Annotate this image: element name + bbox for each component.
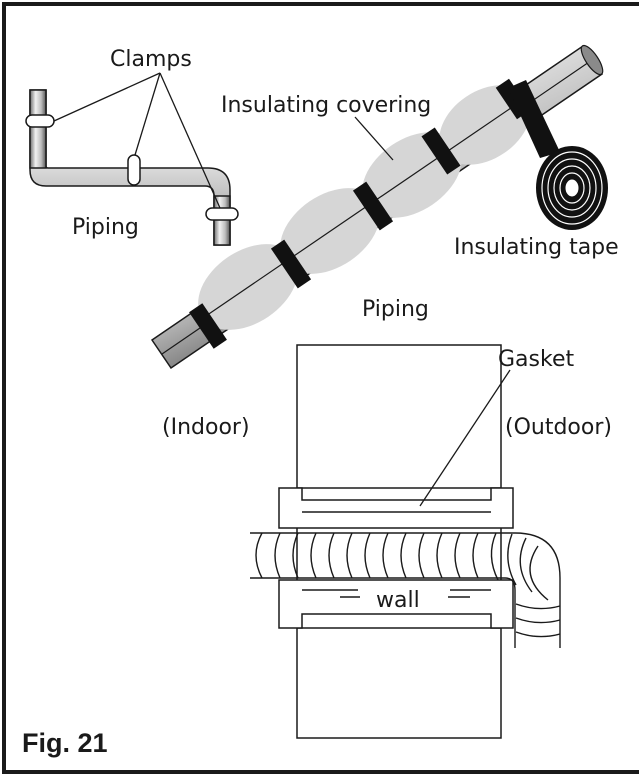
wall-label-box (358, 584, 450, 610)
tape-band-1 (189, 303, 227, 349)
covering-leader (354, 116, 394, 161)
clamps-leader-2 (134, 72, 161, 156)
clamps-leader-1 (53, 72, 161, 122)
pipe-vertical-left-shade (29, 89, 47, 169)
tape-roll (536, 146, 608, 230)
figure-caption: Fig. 21 (22, 728, 108, 758)
clamp-1 (25, 114, 55, 128)
tape-strip (508, 80, 560, 158)
clamp-3 (205, 207, 239, 221)
gasket-label: Gasket (498, 347, 574, 372)
clamped-piping-label: Piping (72, 215, 139, 240)
wall-block-lower (296, 627, 502, 739)
tape-band-3 (352, 181, 394, 231)
insulating-covering-label: Insulating covering (221, 93, 431, 118)
wall-block-upper (296, 344, 502, 489)
indoor-label: (Indoor) (162, 415, 250, 440)
outdoor-label: (Outdoor) (505, 415, 612, 440)
flexible-duct (250, 532, 561, 648)
insulated-piping-label: Piping (362, 297, 429, 322)
wall-penetration-detail: wall Gasket (162, 344, 612, 739)
sleeve-upper (278, 487, 514, 529)
insulating-tape-label: Insulating tape (454, 235, 619, 260)
clamp-2 (127, 154, 141, 186)
wall-label: wall (376, 588, 420, 613)
gasket-leader (419, 369, 511, 507)
tape-band-2 (270, 239, 312, 289)
tape-band-4 (421, 127, 461, 175)
insulated-pipe-detail: Insulating covering Insulating tape Pipi… (150, 44, 619, 370)
diagonal-pipe-end (580, 44, 604, 76)
clamped-pipe-detail: Clamps Piping (25, 47, 239, 246)
clamps-leader-3 (159, 72, 221, 209)
clamps-label: Clamps (110, 47, 192, 72)
